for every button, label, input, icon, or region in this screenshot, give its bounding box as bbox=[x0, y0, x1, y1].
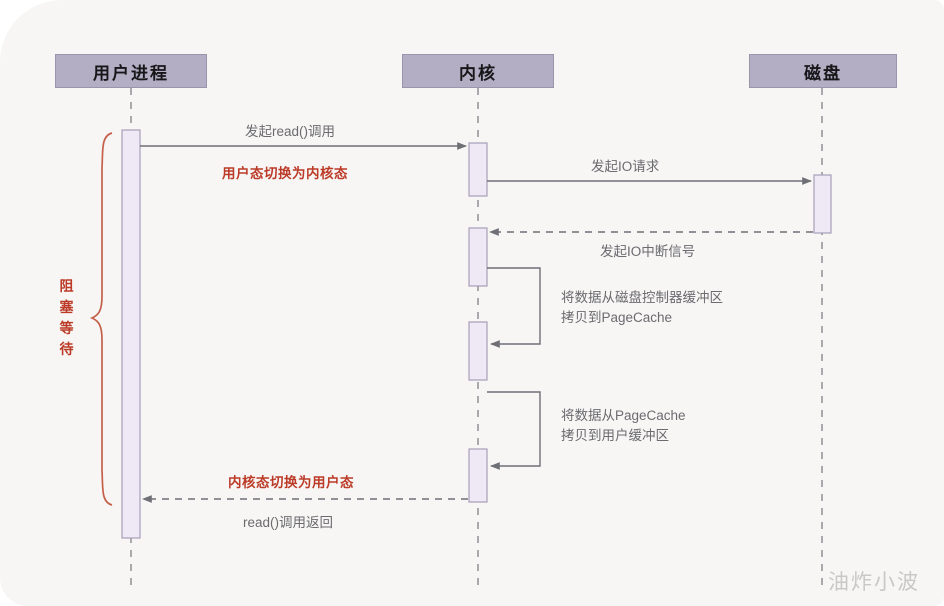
blocking-wait-char-4: 待 bbox=[59, 341, 75, 357]
message-label-read-return: read()调用返回 bbox=[243, 515, 334, 530]
activation-disk bbox=[813, 174, 832, 234]
participant-kernel[interactable]: 内核 bbox=[402, 54, 554, 88]
participant-user-process[interactable]: 用户进程 bbox=[55, 54, 207, 88]
message-label-copy-to-pagecache: 将数据从磁盘控制器缓冲区 拷贝到PageCache bbox=[561, 290, 723, 325]
message-label-read-call: 发起read()调用 bbox=[245, 124, 336, 139]
blocking-wait-caption: 阻 塞 等 待 bbox=[58, 276, 76, 360]
watermark: 油炸小波 bbox=[828, 570, 920, 594]
blocking-wait-char-2: 塞 bbox=[59, 299, 75, 315]
message-label-user-to-kernel-mode: 用户态切换为内核态 bbox=[222, 166, 348, 181]
participant-label-user-process: 用户进程 bbox=[93, 63, 169, 83]
blocking-wait-char-3: 等 bbox=[59, 320, 75, 336]
participant-label-kernel: 内核 bbox=[459, 63, 497, 83]
message-label-copy-to-userbuffer: 将数据从PageCache 拷贝到用户缓冲区 bbox=[561, 408, 686, 443]
activation-kernel-4 bbox=[468, 448, 488, 503]
activation-kernel-3 bbox=[468, 321, 488, 381]
activation-kernel-1 bbox=[468, 142, 488, 197]
message-label-io-interrupt: 发起IO中断信号 bbox=[600, 244, 696, 259]
activation-kernel-2 bbox=[468, 227, 488, 287]
participant-disk[interactable]: 磁盘 bbox=[749, 54, 897, 88]
blocking-wait-char-1: 阻 bbox=[59, 278, 75, 294]
arrow-copy-to-userbuffer bbox=[487, 391, 541, 470]
message-label-kernel-to-user-mode: 内核态切换为用户态 bbox=[228, 475, 354, 490]
blocking-wait-brace bbox=[89, 132, 113, 506]
participant-label-disk: 磁盘 bbox=[804, 63, 842, 83]
arrow-copy-to-pagecache bbox=[487, 267, 541, 348]
message-label-io-request: 发起IO请求 bbox=[591, 159, 660, 174]
activation-user-process bbox=[121, 129, 141, 539]
